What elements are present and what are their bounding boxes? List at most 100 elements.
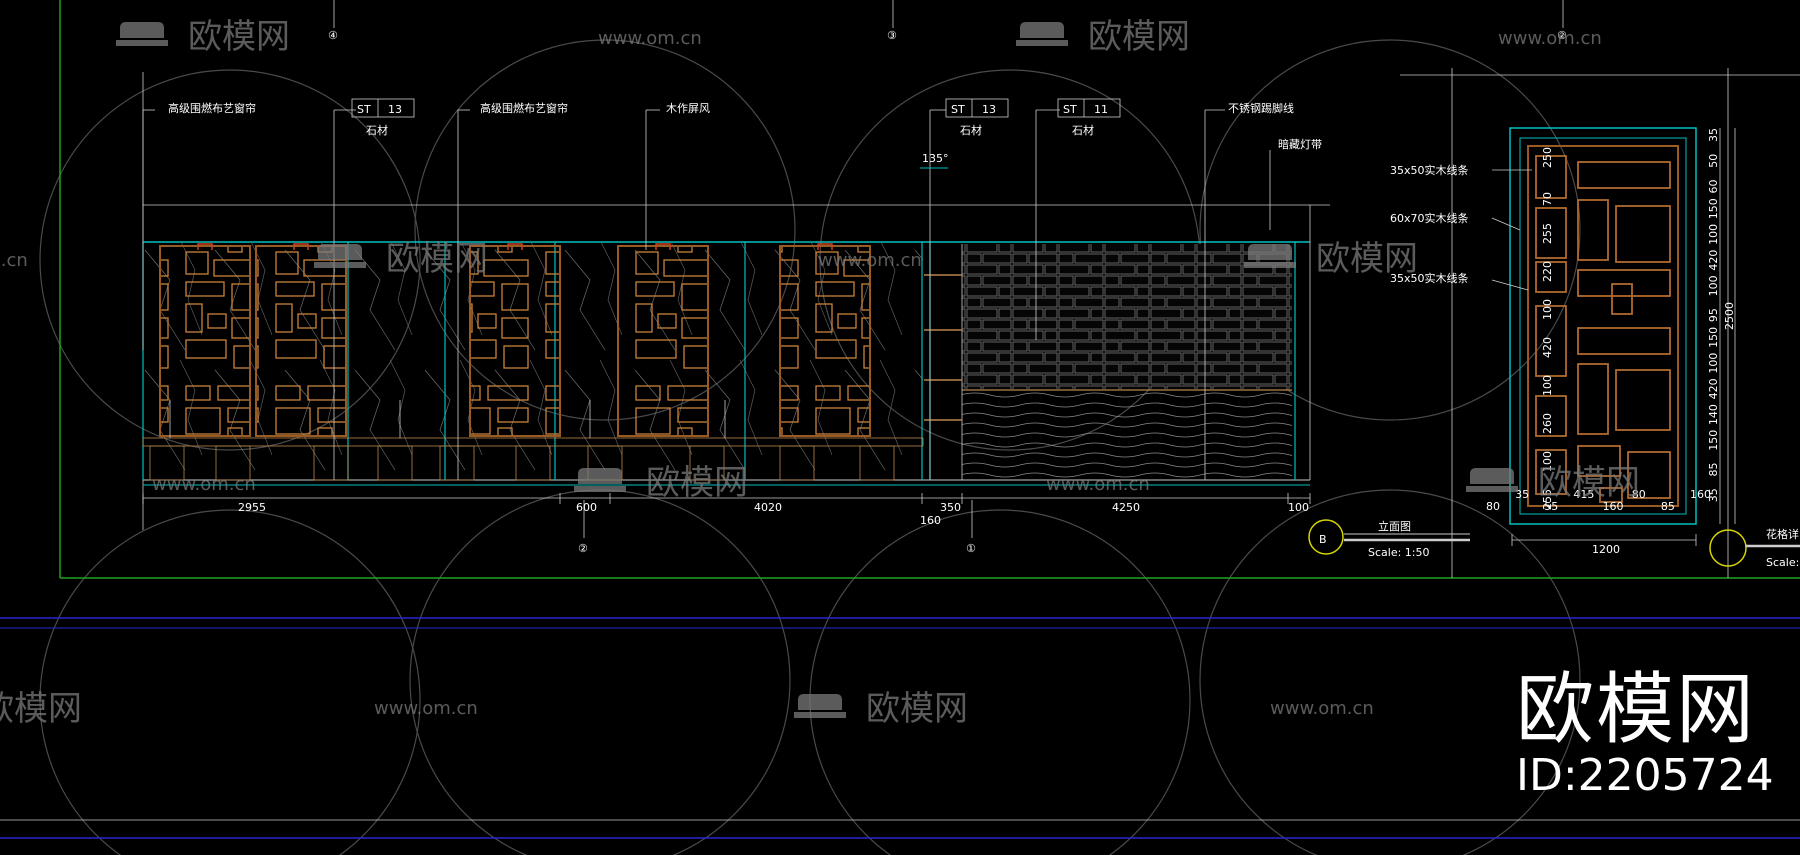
- watermark-url: www.om.cn: [152, 474, 256, 495]
- watermark-logo: 欧模网: [0, 689, 82, 729]
- detail-dim-inner-100: 100: [1541, 375, 1554, 396]
- grid-marker-2: ②: [578, 542, 588, 555]
- dim-2955: 2955: [238, 501, 266, 514]
- elevation-name: 立面图: [1378, 519, 1411, 533]
- detail-dim-right-35: 35: [1707, 488, 1720, 502]
- label-steel-trim: 不锈钢踢脚线: [1228, 101, 1294, 115]
- detail-dim-inner-420: 420: [1541, 337, 1554, 358]
- st11-num: 11: [1094, 103, 1108, 116]
- detail-bottom-dims: 80 35 55 415 160 80 85 160: [1486, 488, 1711, 513]
- detail-dim-right-95: 95: [1707, 308, 1720, 322]
- st11-tag: ST: [1063, 103, 1077, 116]
- grid-marker-2-top: ②: [1557, 29, 1567, 42]
- label-mid-curtain: 高级围燃布艺窗帘: [480, 101, 568, 115]
- detail-dim-bottom-85: 85: [1661, 500, 1675, 513]
- watermark-logo: 欧模网: [866, 689, 968, 729]
- dim-160: 160: [920, 514, 941, 527]
- st13b-tag-box: [945, 98, 1009, 118]
- detail-width-dim: 1200: [1592, 543, 1620, 556]
- detail-inner-dims: 250 70 255 220 100 420 100 260 100 255: [1541, 147, 1554, 510]
- detail-dim-inner-255: 255: [1541, 489, 1554, 510]
- detail-dim-bottom-160: 160: [1690, 488, 1711, 501]
- detail-label-2: 60x70实木线条: [1390, 211, 1469, 225]
- elevation-title-block: B 立面图 Scale: 1:50: [1308, 519, 1470, 559]
- watermark-layer: 欧模网 www.om.cn 欧模网 www.om.cn www.om.cn 欧模…: [0, 17, 1640, 729]
- detail-dim-bottom-55: 55: [1544, 500, 1558, 513]
- watermark-url: www.om.cn: [1046, 474, 1150, 495]
- detail-dim-right-150: 150: [1707, 430, 1720, 451]
- watermark-logo: 欧模网: [386, 239, 488, 279]
- detail-dim-right-60: 60: [1707, 179, 1720, 193]
- detail-dim-inner-100: 100: [1541, 299, 1554, 320]
- elevation-scale: Scale: 1:50: [1368, 546, 1430, 559]
- watermark-url: www.om.cn: [598, 28, 702, 49]
- label-stone-a: 石材: [366, 123, 388, 137]
- detail-dim-inner-250: 250: [1541, 147, 1554, 168]
- dimension-chain: [142, 493, 1311, 504]
- dim-100: 100: [1288, 501, 1309, 514]
- label-stone-c: 石材: [1072, 123, 1094, 137]
- watermark-url: www.om.cn: [0, 250, 28, 271]
- dim-4250: 4250: [1112, 501, 1140, 514]
- detail-dim-inner-220: 220: [1541, 261, 1554, 282]
- brand-id: ID:2205724: [1516, 750, 1774, 801]
- detail-dim-total: 2500: [1723, 302, 1736, 330]
- detail-dim-bottom-160: 160: [1603, 500, 1624, 513]
- elevation-b: [142, 204, 1330, 486]
- detail-title-block: 花格详 Scale: 1: [1709, 527, 1800, 569]
- watermark-sofa-icons: [116, 22, 1518, 718]
- st13-num: 13: [388, 103, 402, 116]
- st13-tag-box: [351, 98, 415, 118]
- detail-dim-right-140: 140: [1707, 404, 1720, 425]
- watermark-logo: 欧模网: [1538, 463, 1640, 503]
- detail-title-scale: Scale: 1: [1766, 556, 1800, 569]
- detail-dim-right-150: 150: [1707, 327, 1720, 348]
- watermark-url: www.om.cn: [1270, 698, 1374, 719]
- dim-350: 350: [940, 501, 961, 514]
- detail-dim-inner-255: 255: [1541, 223, 1554, 244]
- dim-4020: 4020: [754, 501, 782, 514]
- watermark-logo: 欧模网: [1088, 17, 1190, 57]
- brand-name: 欧模网: [1516, 665, 1757, 755]
- watermark-url: www.om.cn: [818, 250, 922, 271]
- label-hidden-light: 暗藏灯带: [1278, 137, 1322, 151]
- detail-dim-right-100: 100: [1707, 224, 1720, 245]
- detail-dim-bottom-80: 80: [1486, 500, 1500, 513]
- detail-dim-bottom-415: 415: [1573, 488, 1594, 501]
- st13b-tag: ST: [951, 103, 965, 116]
- detail-label-3: 35x50实木线条: [1390, 271, 1469, 285]
- detail-dim-right-85: 85: [1707, 463, 1720, 477]
- grid-marker-4: ④: [328, 29, 338, 42]
- st13b-num: 13: [982, 103, 996, 116]
- detail-dim-right-420: 420: [1707, 378, 1720, 399]
- label-stone-b: 石材: [960, 123, 982, 137]
- brand-block: 欧模网 ID:2205724: [1516, 668, 1796, 808]
- st11-tag-box: [1057, 98, 1121, 118]
- watermark-logo: 欧模网: [1316, 239, 1418, 279]
- grid-marker-3: ③: [887, 29, 897, 42]
- watermark-logo: 欧模网: [646, 463, 748, 503]
- st13-tag: ST: [357, 103, 371, 116]
- detail-dim-right-100: 100: [1707, 353, 1720, 374]
- detail-dim-bottom-35: 35: [1515, 488, 1529, 501]
- detail-dim-bottom-80: 80: [1632, 488, 1646, 501]
- detail-dim-right-35: 35: [1707, 128, 1720, 142]
- detail-dim-right-420: 420: [1707, 250, 1720, 271]
- detail-dim-right-150: 150: [1707, 198, 1720, 219]
- detail-dim-right-100: 100: [1707, 275, 1720, 296]
- watermark-logo: 欧模网: [188, 17, 290, 57]
- grid-marker-1: ①: [966, 542, 976, 555]
- elevation-letter: B: [1319, 533, 1327, 546]
- detail-label-1: 35x50实木线条: [1390, 163, 1469, 177]
- label-left-curtain: 高级围燃布艺窗帘: [168, 101, 256, 115]
- watermark-url: www.om.cn: [1498, 28, 1602, 49]
- detail-dim-inner-70: 70: [1541, 192, 1554, 206]
- detail-dim-inner-100: 100: [1541, 451, 1554, 472]
- detail-dim-right-50: 50: [1707, 154, 1720, 168]
- watermark-url: www.om.cn: [374, 698, 478, 719]
- label-wood-screen: 木作屏风: [666, 102, 710, 115]
- detail-dim-inner-260: 260: [1541, 413, 1554, 434]
- label-angle: 135°: [922, 152, 949, 165]
